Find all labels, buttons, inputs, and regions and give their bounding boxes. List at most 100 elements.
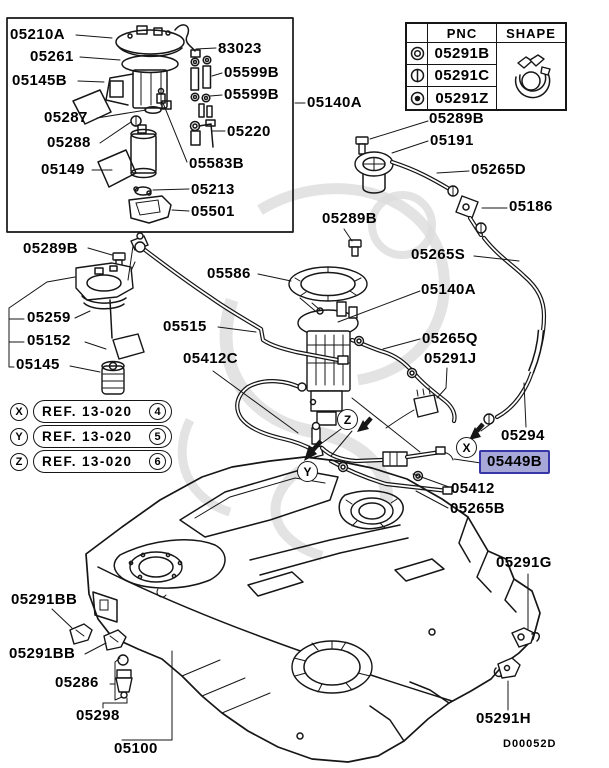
ref-marker-y: Y — [10, 427, 28, 446]
table-pnc-05291B[interactable]: 05291B — [428, 43, 497, 65]
table-header-pnc: PNC — [428, 24, 497, 43]
ref-note-z: Z REF. 13-020 6 — [10, 450, 172, 473]
inset-drawing — [6, 17, 306, 233]
part-label-05449B[interactable]: 05449B — [479, 450, 550, 474]
part-label-05412C[interactable]: 05412C — [183, 350, 238, 367]
ref-text-x: REF. 13-020 — [42, 404, 133, 419]
ref-note-y: Y REF. 13-020 5 — [10, 425, 172, 448]
ref-num-y: 5 — [149, 428, 166, 445]
part-label-05265Q[interactable]: 05265Q — [422, 330, 478, 347]
hose-clamp-icon — [514, 54, 551, 99]
part-label-05265D[interactable]: 05265D — [471, 161, 526, 178]
clamp-05291BB-2 — [103, 629, 127, 651]
table-pnc-05291Z[interactable]: 05291Z — [428, 87, 497, 109]
hose-05265S-05294 — [481, 235, 547, 420]
clamp-marker — [475, 222, 487, 234]
clamp-marker — [483, 413, 495, 425]
bolt-05289B-center — [348, 239, 362, 257]
part-label-05298[interactable]: 05298 — [76, 707, 120, 724]
part-label-05210A[interactable]: 05210A — [10, 26, 65, 43]
part-label-05149[interactable]: 05149 — [41, 161, 85, 178]
part-label-05100[interactable]: 05100 — [114, 740, 158, 757]
fuel-pipes-bundle — [319, 445, 454, 495]
part-label-05220[interactable]: 05220 — [227, 123, 271, 140]
clamp-05291G — [511, 627, 540, 648]
clamp-marker — [353, 335, 365, 347]
part-label-05291H[interactable]: 05291H — [476, 710, 531, 727]
part-label-83023[interactable]: 83023 — [218, 40, 262, 57]
middle-drawing — [8, 120, 547, 509]
pointer-arrows — [304, 416, 485, 461]
marker-circle-x: X — [456, 437, 477, 458]
ring-05586 — [288, 266, 368, 302]
inset-leader-lines — [75, 34, 306, 212]
part-label-05213[interactable]: 05213 — [191, 181, 235, 198]
ref-box-x: REF. 13-020 4 — [33, 400, 172, 423]
part-label-05286[interactable]: 05286 — [55, 674, 99, 691]
part-label-05287[interactable]: 05287 — [44, 109, 88, 126]
clamp-symbol-circle-vertical-bar — [407, 65, 428, 87]
part-label-05599B-2[interactable]: 05599B — [224, 86, 279, 103]
label-bracket — [8, 276, 76, 368]
part-label-05186[interactable]: 05186 — [509, 198, 553, 215]
tank-bottom-ring — [291, 640, 373, 694]
ref-box-y: REF. 13-020 5 — [33, 425, 172, 448]
part-label-05412[interactable]: 05412 — [451, 480, 495, 497]
connector-05291J — [385, 387, 439, 429]
ref-box-z: REF. 13-020 6 — [33, 450, 172, 473]
valve-05186 — [455, 195, 479, 219]
ref-text-y: REF. 13-020 — [42, 429, 133, 444]
part-label-05152[interactable]: 05152 — [27, 332, 71, 349]
table-pnc-05291C[interactable]: 05291C — [428, 65, 497, 87]
ref-note-x: X REF. 13-020 4 — [10, 400, 172, 423]
part-label-05288[interactable]: 05288 — [47, 134, 91, 151]
pump-module-05140A — [297, 301, 359, 426]
part-label-05191[interactable]: 05191 — [430, 132, 474, 149]
part-label-05294[interactable]: 05294 — [501, 427, 545, 444]
marker-circle-y: Y — [297, 461, 318, 482]
part-label-05265S[interactable]: 05265S — [411, 246, 466, 263]
part-label-05501[interactable]: 05501 — [191, 203, 235, 220]
part-label-05140A-top[interactable]: 05140A — [307, 94, 362, 111]
ref-marker-z: Z — [10, 452, 28, 471]
tank-leader-lines — [51, 573, 529, 741]
ref-marker-x: X — [10, 402, 28, 421]
part-label-05583B[interactable]: 05583B — [189, 155, 244, 172]
bolt-05289B-right — [355, 136, 369, 155]
part-label-05291G[interactable]: 05291G — [496, 554, 552, 571]
part-label-05289B-center[interactable]: 05289B — [322, 210, 377, 227]
clamp-symbol-circle-filled-dot — [407, 87, 428, 109]
part-label-05289B-right[interactable]: 05289B — [429, 110, 484, 127]
clamp-shape-drawing — [497, 43, 565, 109]
part-label-05291BB-1[interactable]: 05291BB — [11, 591, 78, 608]
middle-leader-lines — [69, 120, 527, 509]
part-label-05291J[interactable]: 05291J — [424, 350, 477, 367]
marker-circle-z: Z — [337, 409, 358, 430]
clamp-marker — [337, 461, 349, 473]
part-label-05259[interactable]: 05259 — [27, 309, 71, 326]
ref-num-x: 4 — [149, 403, 166, 420]
clamp-05291BB-1 — [69, 623, 93, 645]
part-label-05145B[interactable]: 05145B — [12, 72, 67, 89]
part-label-05145[interactable]: 05145 — [16, 356, 60, 373]
part-label-05265B[interactable]: 05265B — [450, 500, 505, 517]
part-label-05261[interactable]: 05261 — [30, 48, 74, 65]
ref-num-z: 6 — [149, 453, 166, 470]
tank-pump-opening — [345, 497, 398, 529]
clamp-marker — [406, 367, 418, 379]
inset-box-frame — [6, 17, 294, 233]
part-label-05140A-mid[interactable]: 05140A — [421, 281, 476, 298]
clamp-pnc-table: PNC SHAPE 05291B 05291C 05291Z — [405, 22, 567, 111]
clamp-marker — [447, 185, 459, 197]
drawing-code: D00052D — [503, 738, 557, 750]
part-label-05289B-left[interactable]: 05289B — [23, 240, 78, 257]
part-label-05291BB-2[interactable]: 05291BB — [9, 645, 76, 662]
drain-plug-05286-05298 — [115, 654, 133, 699]
clamp-symbol-double-circle — [407, 43, 428, 65]
part-label-05515[interactable]: 05515 — [163, 318, 207, 335]
table-corner-cell — [407, 24, 428, 43]
part-label-05586[interactable]: 05586 — [207, 265, 251, 282]
part-label-05599B-1[interactable]: 05599B — [224, 64, 279, 81]
